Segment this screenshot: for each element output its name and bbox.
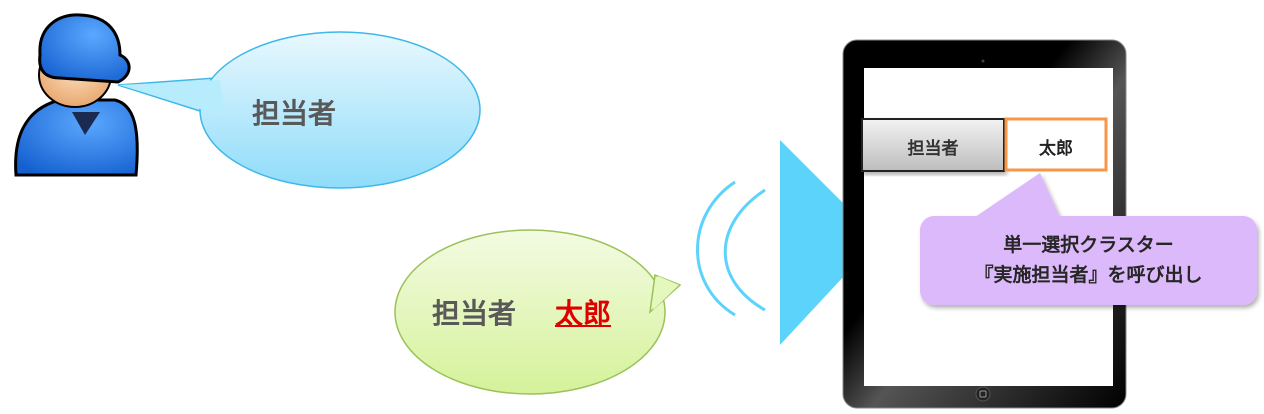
user-speech-bubble: [117, 31, 481, 189]
device-speech-bubble: [394, 229, 682, 395]
callout-text: 単一選択クラスター 『実施担当者』を呼び出し: [920, 230, 1257, 290]
sound-waves-icon: [696, 180, 766, 317]
camera-icon: [981, 59, 985, 63]
field-label-box: [861, 118, 1005, 172]
device-speech-value: 太郎: [555, 297, 612, 330]
callout-line-1: 単一選択クラスター: [1003, 234, 1174, 256]
user-speech-text: 担当者: [252, 97, 337, 130]
field-value-text[interactable]: 太郎: [1039, 139, 1073, 159]
device-speech-label: 担当者: [432, 297, 517, 330]
field-value-box[interactable]: [1004, 117, 1108, 172]
field-label-text: 担当者: [907, 139, 959, 159]
callout-box: [920, 173, 1257, 305]
worker-person-icon: [14, 13, 139, 177]
callout-line-2: 『実施担当者』を呼び出し: [974, 264, 1203, 286]
speaker-icon: [780, 140, 880, 345]
home-button[interactable]: [975, 386, 991, 402]
